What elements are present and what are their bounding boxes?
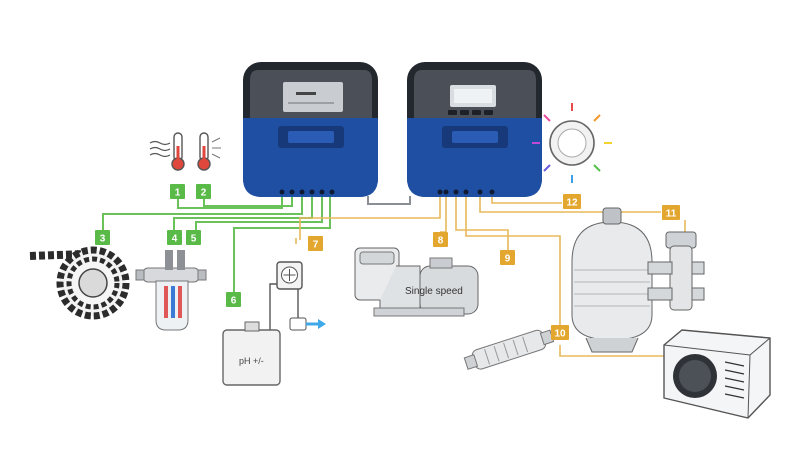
badge-12-label: 12 [566, 198, 578, 209]
badge-4: 4 [167, 230, 182, 245]
controller-right [407, 62, 542, 197]
water-temperature-icon [149, 132, 185, 171]
badge-9: 9 [500, 250, 515, 265]
wire-5 [195, 196, 323, 232]
orange-wires [295, 196, 686, 357]
badge-2-label: 2 [201, 188, 207, 199]
badge-3-label: 3 [100, 234, 106, 245]
sand-filter-icon [571, 207, 653, 353]
badge-10-label: 10 [554, 329, 566, 340]
tank-label: pH +/- [239, 356, 264, 366]
air-temperature-icon [197, 132, 221, 171]
badge-11-label: 11 [666, 209, 677, 220]
dosing-hose [269, 283, 286, 330]
badge-1: 1 [170, 184, 185, 199]
badge-8: 8 [433, 232, 448, 247]
badge-2: 2 [196, 184, 211, 199]
wire-10b [559, 345, 680, 357]
heat-pump-icon [663, 329, 771, 419]
badge-4-label: 4 [172, 234, 178, 245]
wire-10 [465, 196, 561, 325]
badge-5: 5 [186, 230, 201, 245]
controller-left [243, 62, 378, 197]
pool-light-icon [532, 103, 612, 183]
badge-12: 12 [563, 194, 581, 209]
badge-7-label: 7 [313, 240, 319, 251]
badge-6: 6 [226, 292, 241, 307]
wire-3 [102, 196, 303, 230]
badge-1-label: 1 [175, 188, 181, 199]
cover-icon [29, 246, 130, 320]
wire-12 [491, 196, 562, 204]
wire-6 [233, 196, 331, 292]
badge-9-label: 9 [505, 254, 511, 265]
badge-6-label: 6 [231, 296, 237, 307]
electrolysis-cell-icon [463, 329, 555, 370]
wire-9 [455, 196, 509, 252]
link-cable [367, 196, 411, 205]
wire-11 [479, 196, 661, 213]
badge-7: 7 [308, 236, 323, 251]
badge-3: 3 [95, 230, 110, 245]
wire-4 [173, 196, 313, 230]
single-speed-pump-icon: Single speed [354, 247, 479, 317]
multiport-valve-icon [647, 231, 705, 311]
badge-10: 10 [551, 325, 569, 340]
badge-8-label: 8 [438, 236, 444, 247]
pump-label: Single speed [405, 286, 463, 297]
badge-11: 11 [662, 205, 680, 220]
wire-8 [440, 196, 447, 233]
wire-7 [295, 196, 441, 244]
ph-tank-icon: pH +/- [222, 321, 281, 386]
dosing-pump-icon [276, 261, 326, 331]
badge-5-label: 5 [191, 234, 197, 245]
chlorinator-cell-icon [135, 250, 207, 331]
